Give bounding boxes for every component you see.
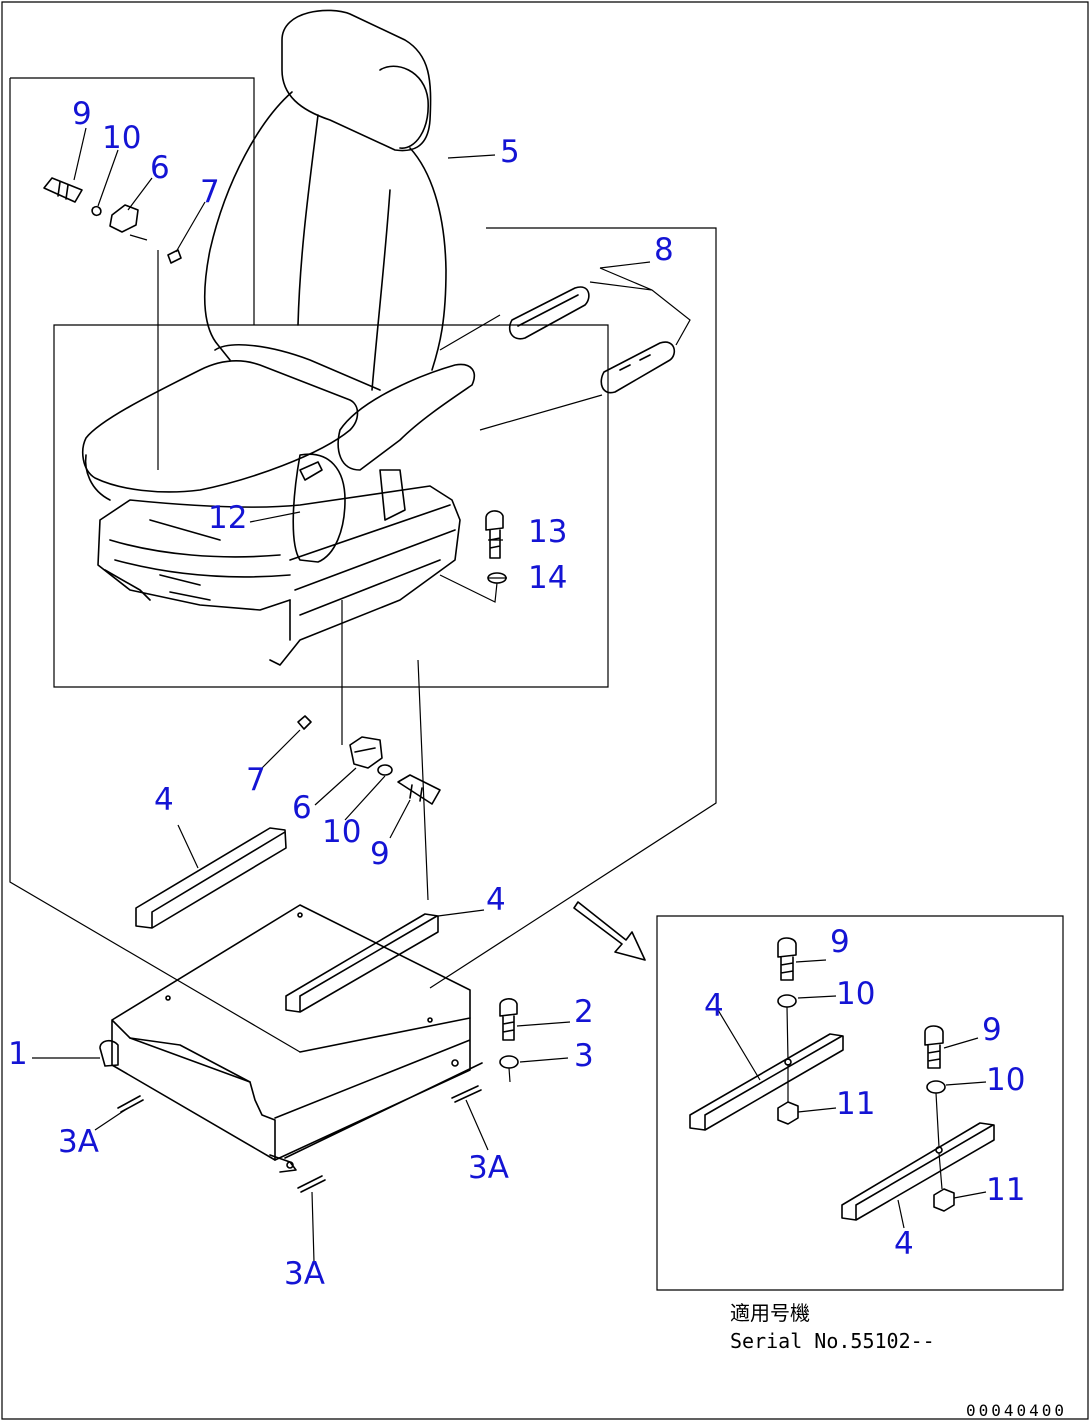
rails-main: [135, 827, 439, 1013]
callout-14: 14: [528, 560, 567, 596]
callout-12: 12: [208, 500, 247, 536]
applicable-serial-label: 適用号機: [730, 1301, 810, 1325]
nut-7-top: [167, 249, 182, 264]
callout-5: 5: [500, 134, 520, 170]
hardware-side: [439, 510, 507, 603]
group-frames: [9, 77, 1064, 1291]
bolt-9-mid: [397, 774, 441, 805]
hardware-top: [43, 177, 182, 470]
shim-3a-bottom: [297, 1175, 326, 1193]
callout-4-detail-right: 4: [894, 1226, 914, 1262]
callout-11-detail-left: 11: [836, 1086, 875, 1122]
armrest-pad-lower: [600, 341, 676, 394]
callout-1: 1: [8, 1036, 28, 1072]
callout-10-mid: 10: [322, 814, 361, 850]
callout-9-top: 9: [72, 96, 92, 132]
base-plate: [111, 904, 471, 1161]
callout-4-center: 4: [486, 882, 506, 918]
callout-11-detail-right: 11: [986, 1172, 1025, 1208]
document-number: 00040400: [966, 1401, 1067, 1420]
shim-3a-right: [451, 1085, 482, 1103]
callout-13: 13: [528, 514, 567, 550]
callout-8: 8: [654, 232, 674, 268]
bracket-6-mid: [349, 736, 383, 769]
detail-arrow: [573, 901, 646, 961]
backrest: [203, 91, 447, 371]
callout-3a-right: 3A: [468, 1150, 509, 1186]
callout-9-detail-left: 9: [830, 924, 850, 960]
rail-4-detail-left: [689, 1033, 844, 1131]
callout-7-mid: 7: [246, 762, 266, 798]
bolt-9-detail-right: [924, 1025, 944, 1069]
callout-4-left: 4: [154, 782, 174, 818]
bracket-6-top: [109, 204, 139, 233]
nut-11-detail-left: [777, 1101, 799, 1125]
callout-3: 3: [574, 1038, 594, 1074]
armrest-pad-upper: [508, 286, 590, 340]
suspension: [97, 485, 461, 666]
headrest: [281, 9, 432, 152]
armrest-right: [337, 363, 476, 471]
hardware-middle: [297, 600, 441, 901]
callout-3a-bottom: 3A: [284, 1256, 325, 1292]
serial-number: Serial No.55102--: [730, 1329, 935, 1353]
bolt-9-top: [43, 177, 83, 203]
callout-6-top: 6: [150, 150, 170, 186]
callout-10-detail-left: 10: [836, 976, 875, 1012]
bolt-13: [485, 510, 504, 559]
callouts: 9 10 6 7 5 8 12 13 14 7 4 6 10 9 4 2 3 1…: [8, 96, 1025, 1292]
bolt-2: [499, 998, 518, 1041]
nut-7-mid: [297, 715, 312, 730]
washer-10-top: [91, 205, 102, 217]
callout-9-mid: 9: [370, 836, 390, 872]
washer-10-mid: [377, 764, 393, 776]
callout-10-top: 10: [102, 120, 141, 156]
frame-armrest-box: [429, 227, 717, 989]
callout-9-detail-right: 9: [982, 1012, 1002, 1048]
callout-10-detail-right: 10: [986, 1062, 1025, 1098]
seat-cushion: [81, 360, 359, 493]
shim-3a-left: [117, 1095, 144, 1113]
callout-2: 2: [574, 994, 594, 1030]
nut-11-detail-right: [933, 1188, 955, 1212]
callout-6-mid: 6: [292, 790, 312, 826]
detail-hardware: [689, 937, 995, 1221]
leader-lines: [32, 127, 987, 1229]
washer-10-detail-left: [777, 994, 797, 1008]
washer-10-detail-right: [926, 1080, 946, 1094]
frame-detail-box: [656, 915, 1064, 1291]
seat-assembly: [81, 9, 476, 666]
frame-seat-box: [53, 324, 609, 688]
base-frame: [99, 904, 483, 1173]
washer-3: [499, 1055, 519, 1069]
bolt-9-detail-left: [777, 937, 797, 981]
callout-3a-left: 3A: [58, 1124, 99, 1160]
rail-4-center: [285, 913, 439, 1013]
frame-top-left: [9, 77, 301, 1053]
rail-4-left: [135, 827, 287, 929]
callout-7-top: 7: [200, 174, 220, 210]
rail-4-detail-right: [841, 1122, 995, 1221]
callout-4-detail-left: 4: [704, 988, 724, 1024]
hardware-base: [117, 998, 519, 1263]
armrest-parts: [439, 267, 691, 431]
